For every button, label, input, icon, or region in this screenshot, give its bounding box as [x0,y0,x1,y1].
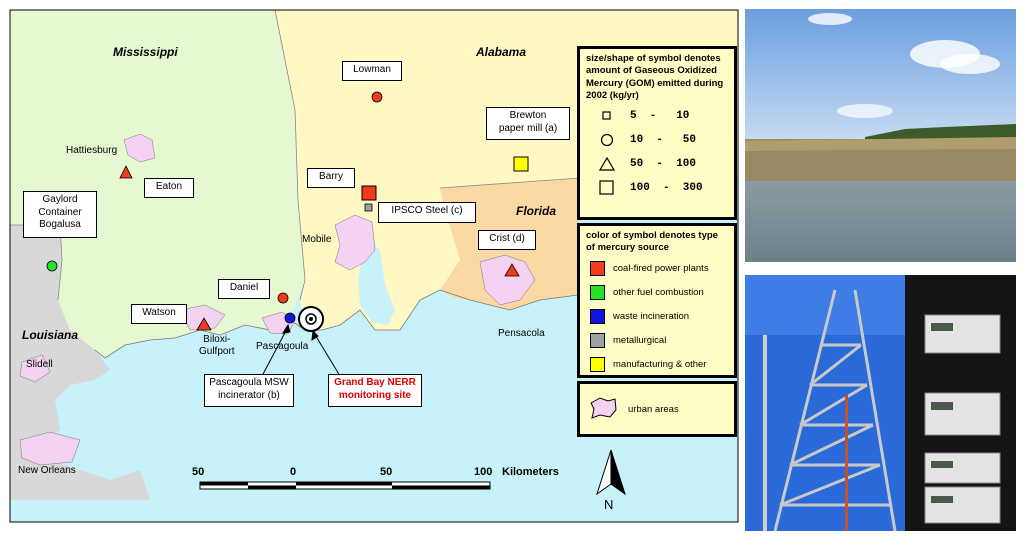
scale-bar [199,481,491,490]
size-range-4: 100 - 300 [630,182,703,195]
north-arrow-icon [596,449,626,496]
grand-bay-target-icon [298,306,324,332]
label-eaton: Eaton [144,178,194,198]
label-pascagoula-msw: Pascagoula MSW incinerator (b) [204,374,294,407]
grey-swatch [590,333,605,349]
color-row-waste: waste incineration [580,305,734,329]
color-legend: color of symbol denotes type of mercury … [577,223,737,378]
color-legend-title: color of symbol denotes type of mercury … [586,230,718,254]
gaylord-symbol [46,260,58,272]
scale-tick-0: 0 [290,466,297,478]
size-row-5-10: 5 - 10 [580,104,734,128]
color-label-coal: coal-fired power plants [613,263,709,275]
lowman-symbol [371,91,383,103]
louisiana-region [10,225,150,500]
blue-swatch [590,309,605,325]
ipsco-symbol [364,203,373,212]
size-row-100-300: 100 - 300 [580,176,734,200]
large-square-icon [596,180,618,196]
label-watson: Watson [131,304,187,324]
marsh-photo [745,9,1016,262]
mobile-bay [358,240,395,325]
label-ipsco: IPSCO Steel (c) [378,202,476,223]
state-label-alabama: Alabama [476,45,527,59]
pascagoula-msw-symbol [284,312,296,324]
label-lowman: Lowman [342,61,402,81]
scale-tick-50-left: 50 [192,466,205,478]
label-brewton: Brewton paper mill (a) [486,107,570,140]
brewton-symbol [513,156,529,172]
scale-unit: Kilometers [502,466,559,478]
place-slidell: Slidell [26,359,53,370]
color-row-metal: metallurgical [580,329,734,353]
label-crist: Crist (d) [478,230,536,250]
color-label-manufacturing: manufacturing & other [613,359,707,371]
state-label-louisiana: Louisiana [22,328,79,342]
color-label-waste: waste incineration [613,311,690,323]
watson-symbol [196,317,212,331]
small-square-icon [596,111,618,121]
size-range-1: 5 - 10 [630,110,690,123]
daniel-symbol [277,292,289,304]
size-row-50-100: 50 - 100 [580,152,734,176]
place-biloxi: Biloxi- Gulfport [199,334,235,357]
color-label-fuel: other fuel combustion [613,287,704,299]
label-grand-bay: Grand Bay NERR monitoring site [328,374,422,407]
urban-legend: urban areas [577,381,737,437]
red-swatch [590,261,605,277]
color-row-manufacturing: manufacturing & other [580,353,734,377]
place-mobile: Mobile [302,234,332,245]
barry-symbol [361,185,377,201]
size-range-2: 10 - 50 [630,134,697,147]
place-new-orleans: New Orleans [18,465,76,476]
tower-instruments-photo [745,275,1016,531]
circle-icon [596,133,618,147]
urban-areas [19,133,536,466]
place-pascagoula: Pascagoula [256,341,309,352]
place-hattiesburg: Hattiesburg [66,145,118,156]
label-gaylord: Gaylord Container Bogalusa [23,191,97,238]
urban-area-icon [588,395,618,424]
color-label-metal: metallurgical [613,335,667,347]
size-row-10-50: 10 - 50 [580,128,734,152]
label-daniel: Daniel [218,279,270,299]
state-label-mississippi: Mississippi [113,45,178,59]
eaton-symbol [119,165,133,179]
green-swatch [590,285,605,301]
size-legend: size/shape of symbol denotes amount of G… [577,46,737,220]
yellow-swatch [590,357,605,373]
color-row-coal: coal-fired power plants [580,257,734,281]
label-barry: Barry [307,168,355,188]
size-range-3: 50 - 100 [630,158,697,171]
color-row-fuel: other fuel combustion [580,281,734,305]
triangle-icon [596,157,618,171]
leader-lines [261,323,341,377]
place-pensacola: Pensacola [498,328,545,339]
urban-legend-label: urban areas [628,403,679,415]
lake-pontchartrain [70,405,140,440]
size-legend-title: size/shape of symbol denotes amount of G… [586,53,724,102]
crist-symbol [504,263,520,277]
scale-tick-50: 50 [380,466,393,478]
map-frame [9,9,739,523]
scale-tick-100: 100 [474,466,493,478]
state-label-florida: Florida [516,204,557,218]
north-label: N [604,497,614,512]
